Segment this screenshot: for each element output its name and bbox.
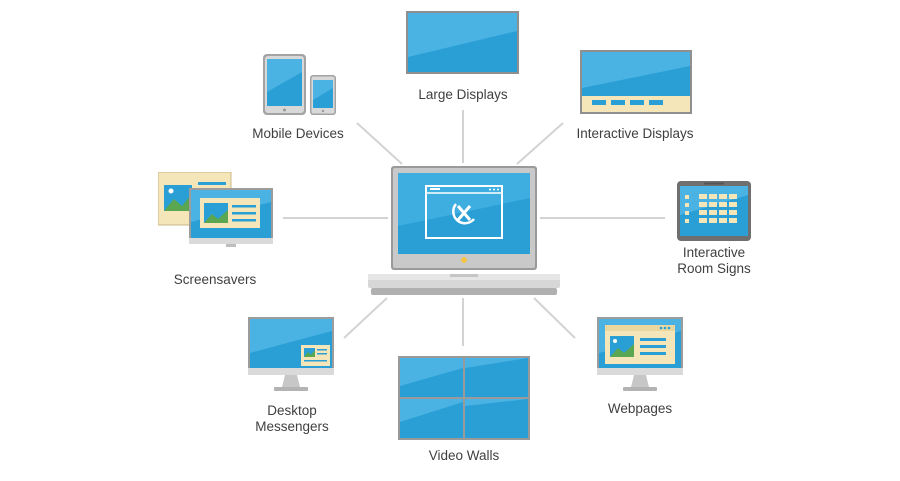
node-label-interactive-displays: Interactive Displays (576, 126, 694, 141)
node-label-desktop-messengers: Desktop Messengers (234, 403, 350, 435)
node-label-mobile-devices: Mobile Devices (252, 126, 344, 141)
node-label-line: Messengers (255, 419, 329, 434)
interactive-display-icon (580, 50, 692, 114)
large-display-icon (406, 11, 519, 74)
video-wall-icon (398, 356, 530, 440)
node-label-screensavers: Screensavers (173, 272, 257, 287)
node-label-webpages: Webpages (607, 401, 673, 416)
webpage-icon (597, 317, 683, 391)
node-label-line: Room Signs (677, 261, 751, 276)
mobile-devices-icon (263, 54, 336, 115)
connector-interactive-displays (516, 122, 564, 165)
node-label-line: Interactive (682, 245, 746, 260)
laptop-hub-icon (368, 166, 560, 295)
desktop-messenger-icon (248, 317, 334, 391)
node-label-interactive-room-signs: Interactive Room Signs (656, 245, 772, 277)
node-label-large-displays: Large Displays (418, 87, 508, 102)
connector-desktop-messengers (343, 297, 388, 339)
screensaver-icon (158, 172, 273, 247)
node-label-line: Desktop (267, 403, 317, 418)
node-label-video-walls: Video Walls (428, 448, 500, 463)
room-sign-icon (677, 181, 751, 241)
connector-mobile-devices (356, 122, 403, 165)
connector-webpages (533, 297, 576, 339)
